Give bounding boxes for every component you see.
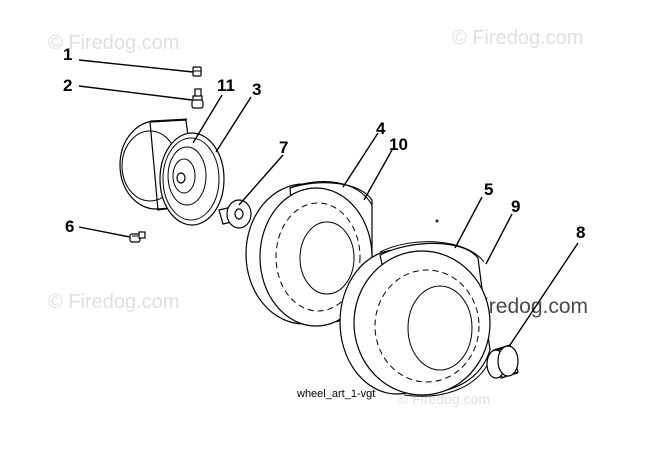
callout-7: 7 (279, 138, 288, 157)
callout-1: 1 (63, 45, 72, 64)
callout-9: 9 (511, 197, 520, 216)
leader-line-7 (238, 154, 284, 206)
front-tire-icon (245, 181, 373, 327)
leader-line-11 (192, 94, 223, 144)
rear-tire-icon (339, 219, 491, 397)
hub-cap-icon (486, 344, 519, 379)
watermark-bottom-left: © Firedog.com (48, 291, 179, 313)
stray-dot (435, 219, 439, 223)
grease-fitting-icon (129, 231, 146, 243)
rim-icon (119, 118, 225, 226)
leader-line-5 (454, 196, 483, 249)
leader-line-6 (78, 226, 131, 238)
leader-line-10 (363, 149, 393, 201)
bushing-icon (218, 199, 252, 229)
callout-8: 8 (576, 223, 585, 242)
callout-4: 4 (376, 119, 386, 138)
leader-line-4 (342, 132, 379, 188)
callout-11: 11 (217, 76, 235, 95)
valve-stem-icon (191, 88, 204, 109)
leader-line-9 (485, 213, 513, 265)
callout-5: 5 (484, 180, 493, 199)
callout-2: 2 (63, 76, 72, 95)
leader-line-8 (509, 242, 579, 346)
callout-10: 10 (389, 135, 408, 154)
leader-line-3 (215, 96, 252, 153)
cap-screw-icon (192, 66, 202, 77)
diagram-caption: wheel_art_1-vgt (296, 388, 375, 400)
watermark-top-left: © Firedog.com (48, 32, 179, 54)
callout-3: 3 (252, 80, 261, 99)
watermark-top-right: © Firedog.com (452, 27, 583, 49)
callout-6: 6 (65, 217, 74, 236)
leader-line-2 (78, 85, 193, 101)
leader-line-1 (78, 59, 194, 73)
